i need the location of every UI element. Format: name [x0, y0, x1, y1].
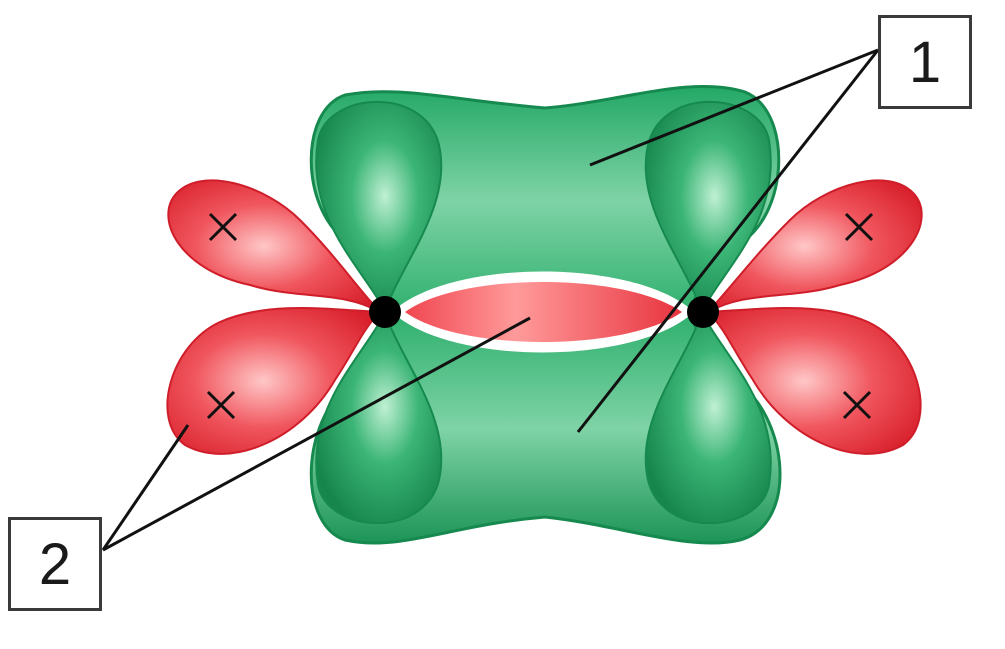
- nucleus-right: [687, 296, 719, 328]
- leader-line-2-center: [102, 316, 531, 552]
- hybrid-orbital-lobe: [166, 307, 383, 455]
- p-orbital-lobe: [315, 309, 443, 525]
- p-orbital-lobe: [644, 309, 772, 525]
- callout-label-1: 1: [878, 15, 972, 109]
- cross-mark-icon: [208, 212, 238, 242]
- callout-text-1: 1: [908, 29, 942, 95]
- callout-label-2: 2: [8, 517, 102, 611]
- hybrid-orbital-lobe: [167, 179, 381, 313]
- sigma-bond-region: [405, 282, 682, 342]
- leader-line-1-lower: [576, 49, 880, 433]
- cross-mark-icon: [206, 390, 236, 420]
- nucleus-left: [369, 296, 401, 328]
- p-orbital-lobe: [315, 100, 443, 315]
- leader-line-1-upper: [589, 48, 879, 167]
- leader-line-2-lobe: [101, 424, 190, 551]
- p-orbital-lobe: [644, 100, 772, 315]
- hybrid-orbital-lobe: [707, 179, 923, 313]
- callout-text-2: 2: [38, 531, 72, 597]
- cross-mark-icon: [844, 212, 874, 242]
- cross-mark-icon: [842, 390, 872, 420]
